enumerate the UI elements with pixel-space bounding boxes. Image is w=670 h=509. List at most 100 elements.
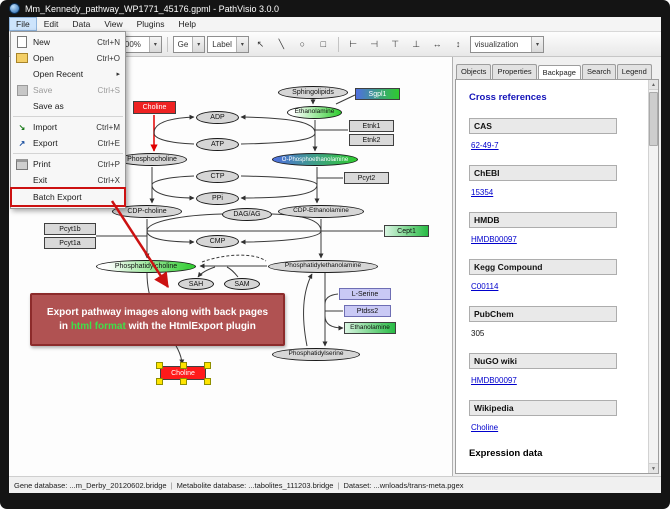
node-sam[interactable]: SAM: [224, 278, 260, 290]
node-dag-ag[interactable]: DAG/AG: [222, 208, 272, 221]
backpage-link-wikipedia[interactable]: Choline: [471, 423, 499, 432]
chevron-down-icon[interactable]: ▾: [235, 36, 248, 52]
node-phosphatidylserine[interactable]: Phosphatidylserine: [272, 348, 360, 361]
file-menu-item-batch-export[interactable]: Batch Export: [10, 187, 126, 207]
pathway-edge[interactable]: [153, 114, 195, 134]
selection-pointer-button[interactable]: ↖: [251, 35, 270, 54]
node-ppi[interactable]: PPi: [196, 192, 239, 205]
chevron-down-icon[interactable]: ▾: [192, 36, 205, 52]
node-cept1[interactable]: Cept1: [384, 225, 429, 237]
title-bar[interactable]: Mm_Kennedy_pathway_WP1771_45176.gpml - P…: [0, 0, 670, 17]
node-l-serine[interactable]: L-Serine: [339, 288, 391, 300]
common-height-button[interactable]: ↕: [449, 35, 468, 54]
pathway-edge[interactable]: [201, 254, 267, 263]
pathway-edge[interactable]: [151, 175, 195, 186]
node-choline[interactable]: Choline: [133, 101, 176, 114]
node-sah[interactable]: SAH: [178, 278, 214, 290]
line-tool-button[interactable]: ╲: [272, 35, 291, 54]
node-phosphatidylethanolamine[interactable]: Phosphatidylethanolamine: [268, 260, 378, 273]
pathway-edge[interactable]: [271, 213, 322, 232]
align-center-button[interactable]: ⊣: [365, 35, 384, 54]
label-tool-combo[interactable]: Label ▾: [207, 35, 249, 53]
selection-handle[interactable]: [204, 362, 211, 369]
tab-legend[interactable]: Legend: [616, 64, 652, 79]
menu-view[interactable]: View: [104, 19, 123, 29]
pathway-edge[interactable]: [240, 184, 318, 201]
chevron-down-icon[interactable]: ▾: [148, 36, 161, 52]
menu-help[interactable]: Help: [178, 19, 196, 29]
node-phosphocholine[interactable]: Phosphocholine: [117, 153, 187, 166]
node-pcyt1b[interactable]: Pcyt1b: [44, 223, 96, 235]
panel-scrollbar[interactable]: ▲ ▼: [648, 80, 658, 473]
pathway-edge[interactable]: [324, 315, 344, 331]
visualization-combo[interactable]: visualization ▾: [469, 35, 545, 53]
backpage-link-hmdb[interactable]: HMDB00097: [471, 235, 517, 244]
backpage-link-kegg-compound[interactable]: C00114: [471, 282, 499, 291]
pathway-edge[interactable]: [197, 266, 216, 278]
selection-handle[interactable]: [180, 362, 187, 369]
selection-handle[interactable]: [204, 378, 211, 385]
tab-backpage[interactable]: Backpage: [537, 65, 581, 80]
node-ethanolamine[interactable]: Ethanolamine: [344, 322, 396, 334]
node-o-phosphoethanolamine[interactable]: O-Phosphoethanolamine: [272, 153, 358, 166]
node-cmp[interactable]: CMP: [196, 235, 239, 248]
pathway-edge[interactable]: [153, 132, 195, 145]
backpage-link-cas[interactable]: 62-49-7: [471, 141, 499, 150]
backpage-link-chebi[interactable]: 15354: [471, 188, 494, 197]
scroll-up-icon[interactable]: ▲: [649, 80, 658, 90]
menu-edit[interactable]: Edit: [43, 19, 59, 29]
align-left-button[interactable]: ⊢: [344, 35, 363, 54]
selection-handle[interactable]: [180, 378, 187, 385]
node-adp[interactable]: ADP: [196, 111, 239, 124]
common-width-button[interactable]: ↔: [428, 35, 447, 54]
selection-handle[interactable]: [156, 362, 163, 369]
node-cdp-ethanolamine[interactable]: CDP-Ethanolamine: [278, 205, 364, 218]
pathway-edge[interactable]: [240, 132, 316, 145]
menu-data[interactable]: Data: [72, 19, 91, 29]
node-phosphatidylcholine[interactable]: Phosphatidylcholine: [96, 260, 196, 273]
pathway-edge[interactable]: [226, 266, 239, 278]
menu-file[interactable]: File: [9, 17, 37, 31]
node-sphingolipids[interactable]: Sphingolipids: [278, 86, 348, 99]
backpage-link-nugo-wiki[interactable]: HMDB00097: [471, 376, 517, 385]
node-ctp[interactable]: CTP: [196, 170, 239, 183]
node-ptdss2[interactable]: Ptdss2: [344, 305, 391, 317]
ellipse-tool-button[interactable]: ○: [293, 35, 312, 54]
tab-objects[interactable]: Objects: [456, 64, 492, 79]
pathway-edge[interactable]: [303, 273, 313, 347]
pathway-edge[interactable]: [240, 114, 316, 134]
node-etnk1[interactable]: Etnk1: [349, 120, 394, 132]
scrollbar-thumb[interactable]: [649, 92, 658, 146]
rectangle-tool-button[interactable]: □: [314, 35, 333, 54]
node-etnk2[interactable]: Etnk2: [349, 134, 394, 146]
node-atp[interactable]: ATP: [196, 138, 239, 151]
file-menu-item-save-as[interactable]: Save as: [11, 98, 125, 114]
align-top-button[interactable]: ⊤: [386, 35, 405, 54]
pathway-edge[interactable]: [151, 184, 195, 201]
pathway-edge[interactable]: [146, 230, 195, 245]
datanode-combo[interactable]: Ge ▾: [172, 35, 206, 53]
node-pcyt1a[interactable]: Pcyt1a: [44, 237, 96, 249]
selection-handle[interactable]: [156, 378, 163, 385]
file-menu-item-open-recent[interactable]: Open Recent▸: [11, 66, 125, 82]
pathway-edge[interactable]: [335, 94, 356, 105]
node-sgpl1[interactable]: Sgpl1: [355, 88, 400, 100]
chevron-down-icon[interactable]: ▾: [531, 36, 544, 52]
align-middle-button[interactable]: ⊥: [407, 35, 426, 54]
node-pcyt2[interactable]: Pcyt2: [344, 172, 389, 184]
scroll-down-icon[interactable]: ▼: [649, 463, 658, 473]
node-ethanolamine[interactable]: Ethanolamine: [287, 106, 342, 119]
pathway-edge[interactable]: [240, 175, 318, 186]
pathway-edge[interactable]: [324, 293, 339, 305]
tab-search[interactable]: Search: [581, 64, 616, 79]
menu-plugins[interactable]: Plugins: [136, 19, 165, 29]
pathway-edge[interactable]: [240, 230, 322, 245]
tab-properties[interactable]: Properties: [492, 64, 537, 79]
